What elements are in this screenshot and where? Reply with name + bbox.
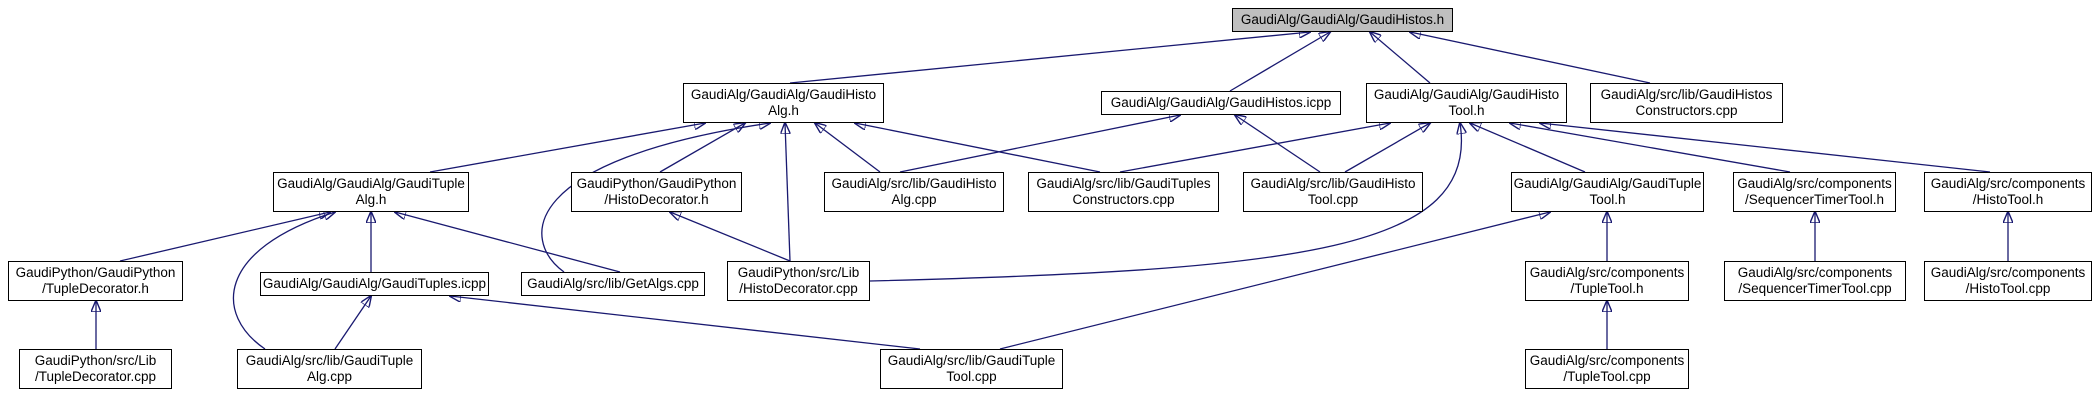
node-tupledeco-cpp[interactable]: GaudiPython/src/Lib/TupleDecorator.cpp [19, 349, 172, 389]
node-histodeco-h[interactable]: GaudiPython/GaudiPython/HistoDecorator.h [571, 172, 742, 212]
node-label-line: GaudiAlg/GaudiAlg/GaudiHisto [690, 87, 877, 102]
node-label-line: GaudiAlg/src/components [1930, 176, 2086, 191]
edge-histos_ctor-to-root [1410, 32, 1651, 84]
node-label-line: GaudiAlg/GaudiAlg/GaudiTuple [277, 176, 465, 191]
node-label-line: GaudiAlg/src/components [1737, 176, 1892, 191]
edge-histos_icpp-to-root [1229, 32, 1330, 92]
node-label-line: Constructors.cpp [1072, 192, 1175, 207]
edge-tuples_ctor-to-histoalg_h [855, 123, 1101, 173]
node-histos-icpp[interactable]: GaudiAlg/GaudiAlg/GaudiHistos.icpp [1101, 91, 1341, 115]
edge-tuples_ctor-to-histotool_h [1119, 123, 1390, 173]
edge-histodeco_cpp-to-histodeco_h [670, 212, 791, 262]
edge-histoalg_cpp-to-histoalg_h [815, 123, 881, 173]
edge-tuplealg_cpp-to-tuplealg_h [232, 212, 335, 350]
node-label-line: Tool.h [1589, 192, 1626, 207]
node-label-line: /SequencerTimerTool.cpp [1738, 281, 1892, 296]
node-label-line: GaudiAlg/src/lib/GaudiTuples [1036, 176, 1211, 191]
node-label-line: GaudiPython/GaudiPython [15, 265, 176, 280]
node-comp-histotool-cpp[interactable]: GaudiAlg/src/components/HistoTool.cpp [1924, 261, 2092, 301]
node-label-line: Constructors.cpp [1635, 103, 1738, 118]
node-label-line: Alg.h [768, 103, 799, 118]
edge-tupletool_cpp-to-tuples_icpp [450, 296, 921, 350]
node-label-line: GaudiAlg/GaudiAlg/GaudiHisto [1373, 87, 1560, 102]
node-root[interactable]: GaudiAlg/GaudiAlg/GaudiHistos.h [1232, 8, 1453, 32]
node-label-line: GaudiAlg/src/components [1737, 265, 1893, 280]
edge-histotool_cpp-to-histotool_h [1344, 123, 1430, 173]
node-label-line: /TupleDecorator.cpp [34, 369, 157, 384]
edge-comp_histotool_h-to-histotool_h [1540, 123, 1991, 173]
edge-histodeco_cpp-to-histotool_h [869, 123, 1461, 282]
node-histodeco-cpp[interactable]: GaudiPython/src/Lib/HistoDecorator.cpp [727, 261, 870, 301]
node-getalgs[interactable]: GaudiAlg/src/lib/GetAlgs.cpp [521, 272, 705, 296]
node-label-line: /TupleTool.cpp [1563, 369, 1651, 384]
node-label-line: /TupleDecorator.h [42, 281, 149, 296]
node-seqtimer-cpp[interactable]: GaudiAlg/src/components/SequencerTimerTo… [1724, 261, 1906, 301]
node-label-line: GaudiAlg/GaudiAlg/GaudiHistos.h [1240, 12, 1445, 27]
node-label-line: GaudiAlg/src/lib/GaudiHistos [1600, 87, 1773, 102]
node-label-line: Tool.cpp [1307, 192, 1359, 207]
edge-tupledeco_h-to-tuplealg_h [119, 212, 330, 262]
node-label-line: GaudiAlg/src/lib/GetAlgs.cpp [527, 276, 699, 291]
node-label-line: Alg.cpp [891, 192, 937, 207]
node-label-line: /HistoTool.h [1972, 192, 2044, 207]
edge-tuplealg_h-to-histoalg_h [429, 123, 705, 173]
node-label-line: GaudiAlg/src/lib/GaudiHisto [1250, 176, 1416, 191]
node-label-line: Alg.h [355, 192, 387, 207]
node-label-line: GaudiAlg/src/components [1529, 353, 1685, 368]
node-comp-histotool-h[interactable]: GaudiAlg/src/components/HistoTool.h [1924, 172, 2092, 212]
edge-getalgs-to-histoalg_h [541, 123, 770, 273]
edge-histoalg_h-to-root [789, 32, 1310, 84]
node-label-line: Tool.h [1448, 103, 1485, 118]
node-label-line: /HistoDecorator.cpp [739, 281, 858, 296]
node-label-line: GaudiAlg/GaudiAlg/GaudiTuples.icpp [262, 276, 487, 291]
node-label-line: GaudiPython/src/Lib [737, 265, 860, 280]
edge-tuplealg_cpp-to-tuples_icpp [334, 296, 371, 350]
node-label-line: GaudiAlg/GaudiAlg/GaudiTuple [1513, 176, 1702, 191]
edge-seqtimer_h-to-histotool_h [1510, 123, 1791, 173]
node-label-line: Tool.cpp [946, 369, 997, 384]
edge-histodeco_cpp-to-histoalg_h [785, 123, 791, 262]
node-label-line: GaudiAlg/src/lib/GaudiTuple [245, 353, 414, 368]
node-comp-tupletool-cpp[interactable]: GaudiAlg/src/components/TupleTool.cpp [1525, 349, 1689, 389]
node-tuples-icpp[interactable]: GaudiAlg/GaudiAlg/GaudiTuples.icpp [260, 272, 489, 296]
edge-histoalg_cpp-to-histos_icpp [899, 115, 1180, 173]
node-label-line: /HistoDecorator.h [604, 192, 709, 207]
edge-getalgs-to-tuplealg_h [395, 212, 621, 273]
node-label-line: /HistoTool.cpp [1965, 281, 2051, 296]
node-label-line: GaudiAlg/src/lib/GaudiTuple [887, 353, 1056, 368]
edge-histodeco_h-to-histoalg_h [659, 123, 745, 173]
edge-tupletool_cpp-to-tupletool_h [999, 212, 1550, 350]
node-label-line: /SequencerTimerTool.h [1744, 192, 1885, 207]
node-tupledeco-h[interactable]: GaudiPython/GaudiPython/TupleDecorator.h [8, 261, 183, 301]
node-label-line: GaudiPython/src/Lib [34, 353, 157, 368]
node-seqtimer-h[interactable]: GaudiAlg/src/components/SequencerTimerTo… [1733, 172, 1896, 212]
node-label-line: Alg.cpp [306, 369, 353, 384]
edge-tupletool_h-to-histotool_h [1470, 123, 1586, 173]
node-label-line: GaudiAlg/src/components [1930, 265, 2086, 280]
node-label-line: GaudiAlg/src/lib/GaudiHisto [831, 176, 997, 191]
node-label-line: GaudiAlg/GaudiAlg/GaudiHistos.icpp [1110, 95, 1332, 110]
node-label-line: GaudiPython/GaudiPython [576, 176, 737, 191]
node-label-line: /TupleTool.h [1570, 281, 1644, 296]
node-comp-tupletool-h[interactable]: GaudiAlg/src/components/TupleTool.h [1525, 261, 1689, 301]
node-label-line: GaudiAlg/src/components [1529, 265, 1685, 280]
edge-histotool_h-to-root [1370, 32, 1431, 84]
